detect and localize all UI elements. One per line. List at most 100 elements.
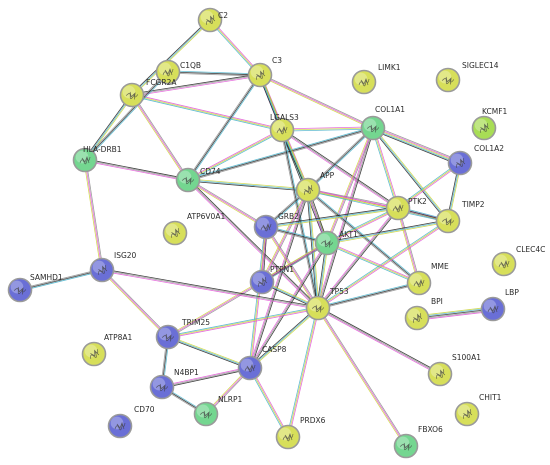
node-circle-col1a1[interactable] xyxy=(360,115,386,141)
edge-strand xyxy=(167,336,251,369)
node-circle-akt1[interactable] xyxy=(314,230,340,256)
node-circle-prdx6[interactable] xyxy=(275,424,301,450)
node-bpi[interactable]: BPI xyxy=(404,297,443,331)
protein-structure-icon xyxy=(304,185,314,195)
node-chit1[interactable]: CHIT1 xyxy=(454,393,502,427)
node-circle-lgals3[interactable] xyxy=(269,117,295,143)
edge-strand xyxy=(307,127,374,191)
node-c3[interactable]: C3 xyxy=(247,56,283,88)
node-circle-cd70[interactable] xyxy=(107,413,133,439)
node-circle-mme[interactable] xyxy=(406,270,432,296)
node-col1a1[interactable]: COL1A1 xyxy=(360,105,406,141)
node-samhd1[interactable]: SAMHD1 xyxy=(7,273,63,303)
node-circle-lbp[interactable] xyxy=(480,296,506,322)
node-circle-clec4c[interactable] xyxy=(491,251,517,277)
node-clec4c[interactable]: CLEC4C xyxy=(491,245,546,277)
node-circle-bpi[interactable] xyxy=(404,305,430,331)
node-circle-tp53[interactable] xyxy=(305,295,331,321)
node-circle-ptpn1[interactable] xyxy=(249,269,275,295)
node-circle-samhd1[interactable] xyxy=(7,277,33,303)
edge-fcgr2a-hla-drb1 xyxy=(83,94,134,161)
node-circle-ptk2[interactable] xyxy=(385,195,411,221)
node-highlight xyxy=(474,118,488,132)
node-app[interactable]: APP xyxy=(295,171,335,203)
edge-strand xyxy=(102,268,170,337)
edge-strand xyxy=(372,127,399,209)
node-c1qb[interactable]: C1QB xyxy=(155,59,202,85)
node-circle-cd74[interactable] xyxy=(175,167,201,193)
node-circle-casp8[interactable] xyxy=(237,355,263,381)
node-isg20[interactable]: ISG20 xyxy=(89,251,137,283)
node-lbp[interactable]: LBP xyxy=(480,288,520,322)
node-circle-c1qb[interactable] xyxy=(155,59,181,85)
edge-isg20-samhd1 xyxy=(19,268,103,292)
node-nlrp1[interactable]: NLRP1 xyxy=(193,395,243,427)
node-circle-app[interactable] xyxy=(295,177,321,203)
node-casp8[interactable]: CASP8 xyxy=(237,345,287,381)
node-akt1[interactable]: AKT1 xyxy=(314,230,359,256)
edge-strand xyxy=(372,128,460,165)
edge-col1a1-akt1 xyxy=(325,127,375,244)
node-circle-fcgr2a[interactable] xyxy=(119,82,145,108)
node-circle-nlrp1[interactable] xyxy=(193,401,219,427)
node-tp53[interactable]: TP53 xyxy=(305,287,349,321)
node-circle-c2[interactable] xyxy=(197,7,223,33)
node-circle-c3[interactable] xyxy=(247,62,273,88)
node-grb2[interactable]: GRB2 xyxy=(253,212,300,240)
node-n4bp1[interactable]: N4BP1 xyxy=(149,368,200,400)
edge-strand xyxy=(132,75,261,97)
edge-tp53-casp8 xyxy=(249,306,319,370)
node-lgals3[interactable]: LGALS3 xyxy=(269,113,299,143)
node-circle-col1a2[interactable] xyxy=(447,150,473,176)
node-circle-atp6v0a1[interactable] xyxy=(162,220,188,246)
node-siglec14[interactable]: SIGLEC14 xyxy=(435,61,499,93)
node-atp6v0a1[interactable]: ATP6V0A1 xyxy=(162,212,226,246)
edge-strand xyxy=(186,74,260,180)
node-circle-isg20[interactable] xyxy=(89,257,115,283)
edge-strand xyxy=(250,190,310,369)
node-circle-s100a1[interactable] xyxy=(427,361,453,387)
node-circle-timp2[interactable] xyxy=(435,208,461,234)
node-ptpn1[interactable]: PTPN1 xyxy=(249,265,295,295)
edge-strand xyxy=(282,129,320,308)
node-timp2[interactable]: TIMP2 xyxy=(435,200,485,234)
edge-strand xyxy=(316,127,373,308)
node-kcmf1[interactable]: KCMF1 xyxy=(471,107,508,141)
node-hla-drb1[interactable]: HLA-DRB1 xyxy=(72,145,122,173)
node-prdx6[interactable]: PRDX6 xyxy=(275,416,326,450)
node-s100a1[interactable]: S100A1 xyxy=(427,353,482,387)
node-circle-hla-drb1[interactable] xyxy=(72,147,98,173)
edge-tp53-trim25 xyxy=(167,306,319,339)
node-trim25[interactable]: TRIM25 xyxy=(155,318,211,350)
node-col1a2[interactable]: COL1A2 xyxy=(447,144,505,176)
node-fbxo6[interactable]: FBXO6 xyxy=(393,425,444,459)
node-circle-atp8a1[interactable] xyxy=(81,341,107,367)
node-mme[interactable]: MME xyxy=(406,262,449,296)
node-circle-siglec14[interactable] xyxy=(435,67,461,93)
node-circle-grb2[interactable] xyxy=(253,214,279,240)
edge-strand xyxy=(102,268,319,308)
node-limk1[interactable]: LIMK1 xyxy=(351,63,401,95)
node-circle-limk1[interactable] xyxy=(351,69,377,95)
node-cd74[interactable]: CD74 xyxy=(175,167,221,193)
edge-strand xyxy=(317,282,420,309)
edge-strand xyxy=(373,125,461,162)
node-label-hla-drb1: HLA-DRB1 xyxy=(83,145,122,154)
node-circle-fbxo6[interactable] xyxy=(393,433,419,459)
node-fcgr2a[interactable]: FCGR2A xyxy=(119,78,178,108)
edge-casp8-n4bp1 xyxy=(161,366,251,389)
edge-strand xyxy=(188,178,320,308)
node-circle-trim25[interactable] xyxy=(155,324,181,350)
edge-strand xyxy=(249,306,318,368)
edge-cd74-grb2 xyxy=(187,178,267,229)
node-circle-n4bp1[interactable] xyxy=(149,374,175,400)
edge-strand xyxy=(262,190,310,283)
node-c2[interactable]: C2 xyxy=(197,7,229,33)
edge-strand xyxy=(188,178,267,227)
protein-structure-icon xyxy=(171,228,181,238)
node-atp8a1[interactable]: ATP8A1 xyxy=(81,333,133,367)
node-ptk2[interactable]: PTK2 xyxy=(385,195,428,221)
node-circle-kcmf1[interactable] xyxy=(471,115,497,141)
node-cd70[interactable]: CD70 xyxy=(107,405,155,439)
node-circle-chit1[interactable] xyxy=(454,401,480,427)
